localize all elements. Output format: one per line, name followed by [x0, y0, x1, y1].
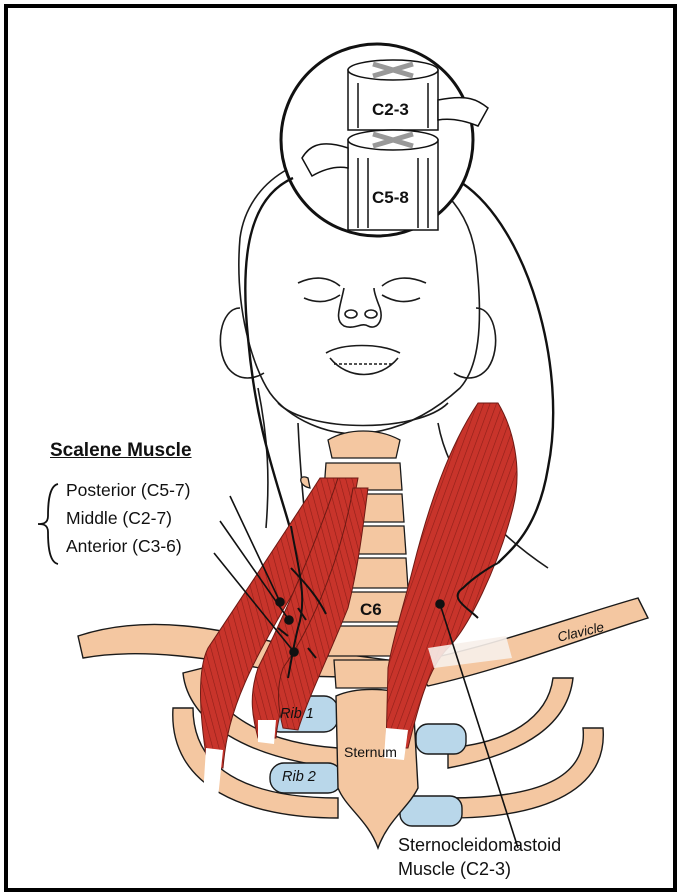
spinal-segment-upper-label: C2-3	[372, 100, 409, 120]
scm-label-line2: Muscle (C2-3)	[398, 857, 561, 881]
spinal-segment-lower-label: C5-8	[372, 188, 409, 208]
scalene-title: Scalene Muscle	[50, 440, 192, 462]
spinal-segment-upper	[348, 60, 488, 130]
rib-1-right	[448, 678, 573, 768]
scm-label-line1: Sternocleidomastoid	[398, 833, 561, 857]
diagram-frame: Scalene Muscle Posterior (C5-7) Middle (…	[4, 4, 677, 892]
rib-1-label: Rib 1	[280, 706, 314, 722]
scalene-anterior-label: Anterior (C3-6)	[66, 536, 182, 557]
scalene-brace	[38, 484, 58, 564]
sternum-label: Sternum	[344, 744, 397, 760]
vertebra-c6-label: C6	[360, 600, 382, 620]
rib-2-label: Rib 2	[282, 769, 316, 785]
scalene-posterior-label: Posterior (C5-7)	[66, 480, 190, 501]
cartilage-rib1-right	[416, 724, 466, 754]
scalene-middle-label: Middle (C2-7)	[66, 508, 172, 529]
scm-label: Sternocleidomastoid Muscle (C2-3)	[398, 833, 561, 881]
